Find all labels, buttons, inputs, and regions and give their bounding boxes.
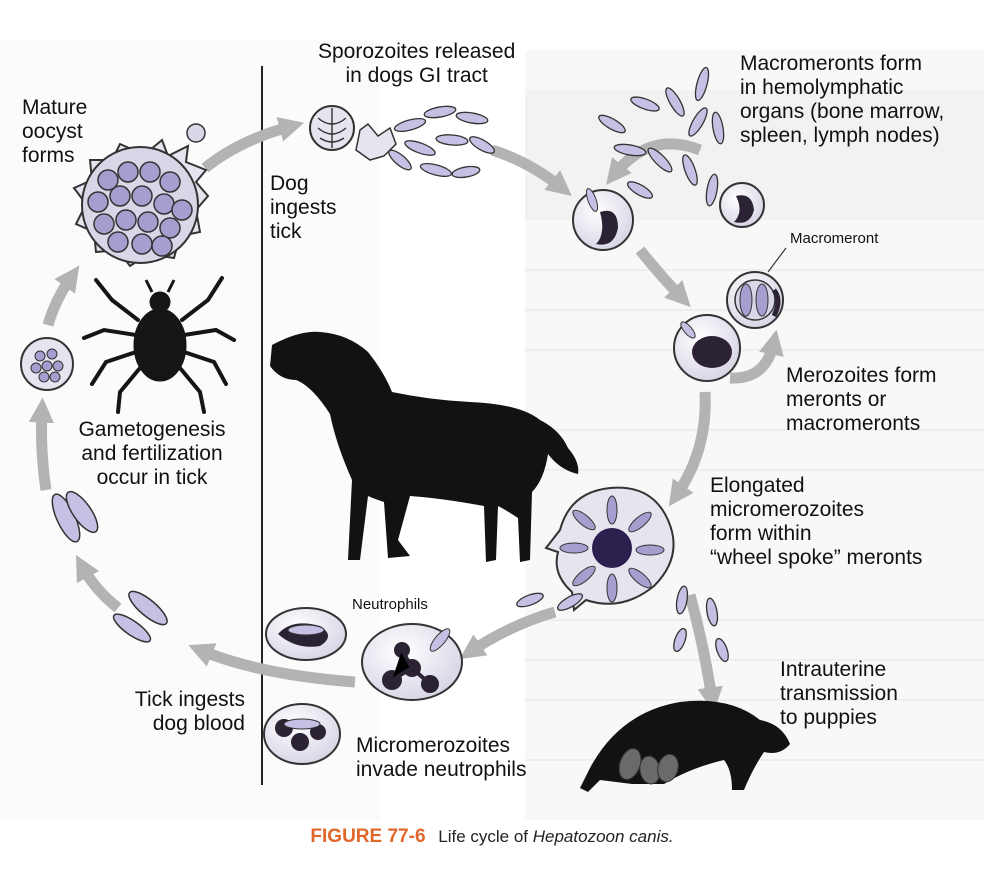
- figure-number: FIGURE 77-6: [310, 826, 426, 847]
- arrow-tick-up-3: [42, 265, 80, 327]
- caption-text: Life cycle of: [438, 827, 529, 846]
- merozoite-cell: [673, 314, 741, 382]
- mature-oocyst: [72, 123, 210, 268]
- neutrophil-1: [265, 607, 347, 661]
- infected-cell-1: [572, 188, 634, 251]
- arrow-neutrophil-to-tick: [188, 643, 356, 688]
- arrow-oocyst-to-dog: [201, 117, 305, 173]
- arrow-loop-right: [729, 329, 784, 384]
- arrow-wheel-to-neutrophil: [459, 606, 557, 660]
- arrow-loop-top: [606, 138, 703, 185]
- infected-cell-2: [719, 182, 765, 228]
- gamonts-left: [51, 490, 168, 643]
- arrow-tick-up-2: [28, 397, 55, 491]
- caption-species: Hepatozoon canis.: [532, 827, 674, 846]
- puppies-silhouette: [580, 700, 790, 792]
- merozoites-cloud: [598, 66, 725, 207]
- micromerozoites-released: [516, 585, 729, 663]
- arrow-gi-to-macromeront: [490, 144, 572, 196]
- dog-silhouette: [270, 331, 579, 562]
- sporozoites-released: [388, 105, 496, 179]
- sporozoite-cyst: [309, 105, 397, 161]
- wheel-spoke-meront: [544, 486, 675, 612]
- arrow-cell-to-merozoite: [635, 246, 691, 308]
- label-macromeront: Macromeront: [790, 230, 879, 247]
- arrow-tick-up-1: [75, 554, 122, 613]
- arrow-merozoite-to-wheel: [668, 391, 711, 507]
- neutrophil-2: [361, 623, 463, 701]
- figure-caption: FIGURE 77-6 Life cycle of Hepatozoon can…: [0, 826, 984, 848]
- tick-silhouette: [82, 276, 236, 414]
- small-oocyst: [20, 337, 74, 391]
- neutrophil-3: [263, 703, 341, 765]
- cycle-arrows: [28, 117, 784, 713]
- macromeront-cell: [726, 247, 787, 329]
- arrow-wheel-to-puppies: [684, 593, 723, 713]
- label-neutrophils: Neutrophils: [352, 596, 428, 613]
